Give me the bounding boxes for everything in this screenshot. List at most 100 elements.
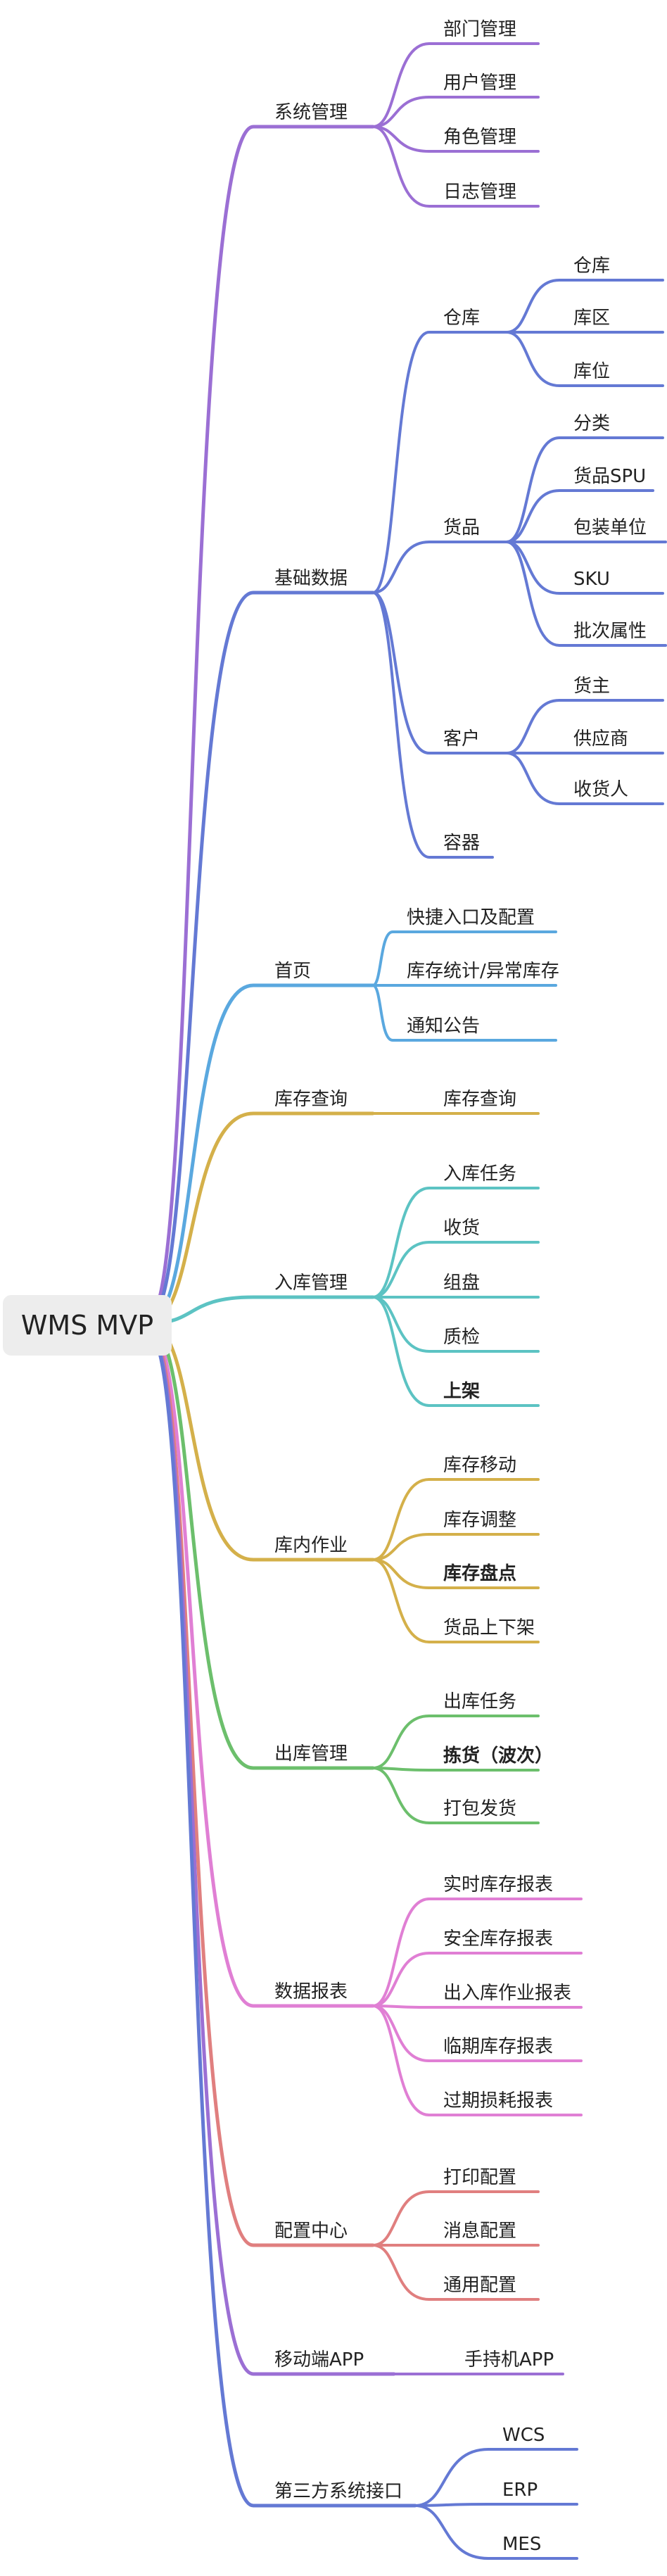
node-label-b11c1[interactable]: WCS — [502, 2425, 545, 2446]
node-label-b2c2g4[interactable]: SKU — [573, 569, 610, 590]
node-label-b9c1[interactable]: 打印配置 — [443, 2167, 516, 2188]
node-label-b3c3[interactable]: 通知公告 — [407, 1016, 480, 1037]
node-label-b2c2g5[interactable]: 批次属性 — [573, 621, 647, 642]
node-label-b2c3[interactable]: 客户 — [443, 728, 480, 750]
node-label-b2c1[interactable]: 仓库 — [443, 308, 480, 329]
child-connector-b1c1 — [371, 42, 540, 128]
node-label-b2c1g1[interactable]: 仓库 — [573, 255, 610, 277]
branch-label-b3[interactable]: 首页 — [274, 961, 311, 982]
node-label-b2c2g2[interactable]: 货品SPU — [573, 466, 646, 487]
child-connector-b11c3 — [414, 2504, 578, 2560]
node-label-b8c5[interactable]: 过期损耗报表 — [443, 2090, 553, 2111]
node-label-b2c1g2[interactable]: 库区 — [573, 308, 610, 329]
node-label-b5c1[interactable]: 入库任务 — [443, 1163, 516, 1185]
root-node-label: WMS MVP — [21, 1310, 153, 1341]
child-connector-b6c2 — [371, 1533, 540, 1561]
child-connector-b2c1 — [371, 331, 508, 594]
node-label-b1c4[interactable]: 日志管理 — [443, 182, 516, 203]
node-label-b1c2[interactable]: 用户管理 — [443, 72, 516, 94]
child-connector-b1c4 — [371, 125, 540, 208]
node-label-b3c1[interactable]: 快捷入口及配置 — [407, 907, 535, 928]
child-connector-b2c3 — [371, 591, 508, 755]
child-connector-b7c3 — [371, 1767, 540, 1824]
child-connector-b8c3 — [371, 2004, 583, 2009]
node-label-b2c2g3[interactable]: 包装单位 — [573, 517, 647, 538]
child-connector-b6c1 — [371, 1478, 540, 1561]
node-label-b5c3[interactable]: 组盘 — [443, 1273, 480, 1294]
node-label-b9c2[interactable]: 消息配置 — [443, 2221, 516, 2242]
node-label-b11c3[interactable]: MES — [502, 2534, 541, 2555]
child-connector-b2c2 — [371, 541, 508, 594]
leaf-connector-b2c3g1 — [505, 699, 664, 755]
node-label-b9c3[interactable]: 通用配置 — [443, 2275, 516, 2296]
node-label-b4c1[interactable]: 库存查询 — [443, 1089, 516, 1110]
child-connector-b6c4 — [371, 1558, 540, 1643]
child-connector-b7c1 — [371, 1715, 540, 1769]
node-label-b2c4[interactable]: 容器 — [443, 833, 480, 854]
child-connector-b9c1 — [371, 2190, 540, 2247]
branch-connector-b5 — [148, 1295, 375, 1325]
node-label-b7c1[interactable]: 出库任务 — [443, 1691, 516, 1712]
branch-label-b5[interactable]: 入库管理 — [274, 1273, 348, 1294]
child-connector-b9c3 — [371, 2244, 540, 2301]
mindmap-nodes: WMS MVP系统管理部门管理用户管理角色管理日志管理基础数据仓库仓库库区库位货… — [3, 19, 647, 2555]
node-label-b5c5[interactable]: 上架 — [443, 1381, 480, 1402]
node-label-b2c3g1[interactable]: 货主 — [573, 676, 610, 697]
child-connector-b11c2 — [414, 2503, 578, 2507]
child-connector-b7c2 — [371, 1767, 540, 1772]
child-connector-b5c1 — [371, 1187, 540, 1299]
child-connector-b6c3 — [371, 1558, 540, 1589]
branch-connector-b11 — [148, 1334, 417, 2508]
child-connector-b3c3 — [371, 984, 557, 1042]
node-label-b6c2[interactable]: 库存调整 — [443, 1510, 516, 1531]
leaf-connector-b2c2g5 — [505, 541, 667, 647]
node-label-b8c3[interactable]: 出入库作业报表 — [443, 1983, 571, 2004]
child-connector-b1c3 — [371, 125, 540, 153]
branch-label-b1[interactable]: 系统管理 — [274, 102, 348, 123]
node-label-b2c2g1[interactable]: 分类 — [573, 413, 610, 434]
node-label-b5c2[interactable]: 收货 — [443, 1218, 480, 1239]
node-label-b7c2[interactable]: 拣货（波次） — [443, 1745, 553, 1767]
leaf-connector-b2c1g1 — [505, 279, 664, 334]
branch-connector-b9 — [148, 1330, 375, 2247]
node-label-b2c2[interactable]: 货品 — [443, 517, 480, 538]
node-label-b11c2[interactable]: ERP — [502, 2480, 538, 2501]
node-label-b2c3g2[interactable]: 供应商 — [573, 728, 628, 750]
child-connector-b8c4 — [371, 2004, 583, 2062]
node-label-b6c1[interactable]: 库存移动 — [443, 1455, 516, 1476]
leaf-connector-b2c2g1 — [505, 436, 664, 543]
node-label-b5c4[interactable]: 质检 — [443, 1327, 480, 1348]
node-label-b6c3[interactable]: 库存盘点 — [443, 1562, 516, 1584]
node-label-b8c1[interactable]: 实时库存报表 — [443, 1874, 553, 1895]
node-label-b3c2[interactable]: 库存统计/异常库存 — [407, 961, 559, 982]
node-label-b1c3[interactable]: 角色管理 — [443, 127, 516, 148]
branch-label-b2[interactable]: 基础数据 — [274, 568, 348, 589]
child-connector-b5c2 — [371, 1241, 540, 1299]
branch-label-b8[interactable]: 数据报表 — [274, 1981, 348, 2002]
branch-label-b4[interactable]: 库存查询 — [274, 1089, 348, 1110]
root-node-box[interactable] — [3, 1295, 172, 1356]
node-label-b1c1[interactable]: 部门管理 — [443, 19, 516, 40]
child-connector-b11c1 — [414, 2448, 578, 2507]
branch-label-b10[interactable]: 移动端APP — [274, 2349, 364, 2370]
node-label-b2c1g3[interactable]: 库位 — [573, 361, 610, 382]
node-label-b2c3g3[interactable]: 收货人 — [573, 779, 628, 800]
node-label-b7c3[interactable]: 打包发货 — [443, 1798, 516, 1819]
branch-connector-b7 — [148, 1325, 375, 1770]
branch-connector-b2 — [148, 591, 375, 1319]
leaf-connector-b2c1g3 — [505, 331, 664, 387]
node-label-b10c1[interactable]: 手持机APP — [464, 2349, 554, 2370]
node-label-b6c4[interactable]: 货品上下架 — [443, 1617, 535, 1639]
branch-label-b9[interactable]: 配置中心 — [274, 2221, 348, 2242]
node-label-b8c4[interactable]: 临期库存报表 — [443, 2036, 553, 2057]
child-connector-b8c1 — [371, 1898, 583, 2007]
branch-label-b6[interactable]: 库内作业 — [274, 1535, 348, 1556]
branch-label-b11[interactable]: 第三方系统接口 — [274, 2481, 402, 2502]
branch-connector-b1 — [148, 125, 375, 1317]
connector-lines — [148, 42, 667, 2560]
branch-label-b7[interactable]: 出库管理 — [274, 1743, 348, 1764]
branch-connector-b8 — [148, 1327, 375, 2008]
leaf-connector-b2c2g2 — [505, 489, 654, 543]
node-label-b8c2[interactable]: 安全库存报表 — [443, 1928, 553, 1950]
